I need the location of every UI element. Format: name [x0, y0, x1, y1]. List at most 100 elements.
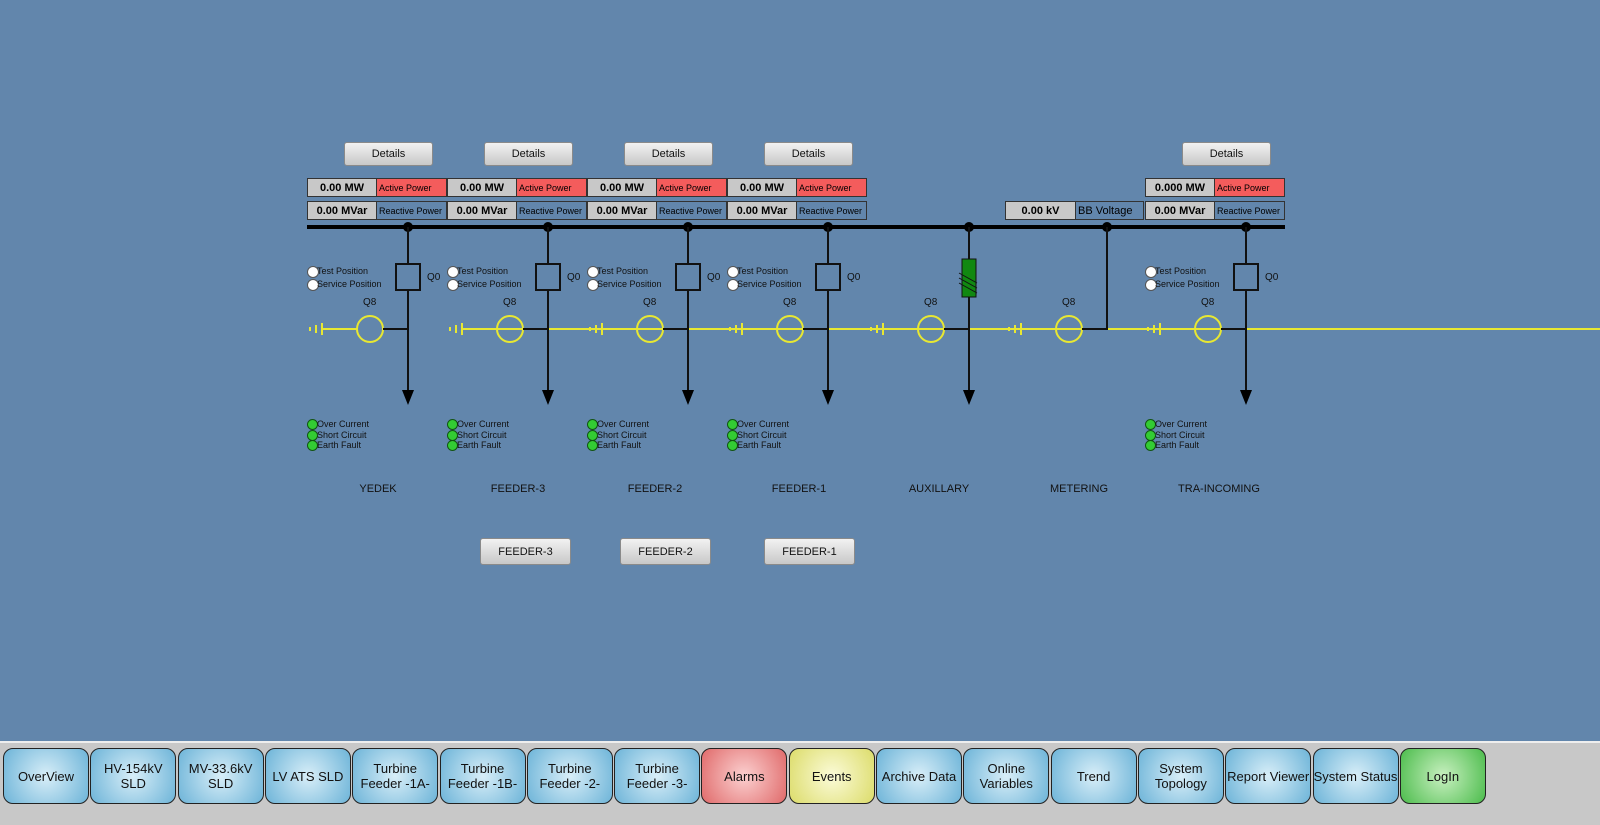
alarm-label: Earth Fault — [457, 440, 502, 450]
test-position-label: Test Position — [457, 266, 509, 276]
bb-voltage-value: 0.00 kV — [1005, 201, 1076, 220]
nav-button-overview[interactable]: OverView — [3, 748, 89, 804]
outgoing-arrow-icon — [963, 390, 975, 405]
alarm-label: Over Current — [317, 419, 370, 429]
reactive-power-value: 0.00 MVar — [587, 201, 657, 220]
nav-button-system-topology[interactable]: System Topology — [1137, 748, 1224, 804]
service-position-indicator — [727, 279, 739, 291]
active-power-label: Active Power — [656, 178, 727, 197]
active-power-label: Active Power — [796, 178, 867, 197]
test-position-indicator — [727, 266, 739, 278]
alarm-label: Over Current — [1155, 419, 1208, 429]
reactive-power-value: 0.00 MVar — [727, 201, 797, 220]
details-button[interactable]: Details — [344, 142, 433, 166]
bb-voltage-label: BB Voltage — [1075, 201, 1144, 220]
outgoing-arrow-icon — [402, 390, 414, 405]
details-button[interactable]: Details — [1182, 142, 1271, 166]
outgoing-arrow-icon — [682, 390, 694, 405]
ground-icon — [870, 323, 884, 335]
alarm-led — [727, 440, 738, 451]
bay-name: METERING — [1049, 483, 1109, 495]
test-position-label: Test Position — [597, 266, 649, 276]
nav-button-turbine-feeder-1b-[interactable]: Turbine Feeder -1B- — [439, 748, 526, 804]
reactive-power-value: 0.00 MVar — [1145, 201, 1215, 220]
nav-button-online-variables[interactable]: Online Variables — [963, 748, 1050, 804]
nav-button-trend[interactable]: Trend — [1050, 748, 1137, 804]
active-power-value: 0.00 MW — [727, 178, 797, 197]
breaker-q0-icon — [675, 263, 701, 291]
nav-button-lv-ats-sld[interactable]: LV ATS SLD — [264, 748, 351, 804]
metering-line — [1082, 227, 1108, 330]
nav-button-turbine-feeder-2-[interactable]: Turbine Feeder -2- — [526, 748, 613, 804]
details-button[interactable]: Details — [484, 142, 573, 166]
active-power-value: 0.00 MW — [447, 178, 517, 197]
active-power-value: 0.00 MW — [307, 178, 377, 197]
service-position-label: Service Position — [737, 279, 802, 289]
active-power-value: 0.000 MW — [1145, 178, 1215, 197]
nav-button-system-status[interactable]: System Status — [1312, 748, 1399, 804]
alarm-label: Short Circuit — [1155, 429, 1205, 440]
alarm-label: Earth Fault — [597, 440, 642, 450]
alarm-label: Short Circuit — [597, 429, 647, 440]
breaker-q0-icon — [395, 263, 421, 291]
earth-switch-label: Q8 — [363, 297, 377, 308]
breaker-label: Q0 — [427, 272, 441, 283]
nav-button-alarms[interactable]: Alarms — [701, 748, 788, 804]
single-line-diagram — [307, 222, 1600, 405]
service-position-indicator — [587, 279, 599, 291]
nav-button-mv-33-6kv-sld[interactable]: MV-33.6kV SLD — [177, 748, 264, 804]
alarm-led — [447, 440, 458, 451]
earth-switch-icon — [356, 315, 384, 343]
alarm-led — [1145, 440, 1156, 451]
feeder-button[interactable]: FEEDER-1 — [764, 538, 855, 565]
earth-switch-label: Q8 — [503, 297, 517, 308]
feeder-button[interactable]: FEEDER-2 — [620, 538, 711, 565]
nav-button-events[interactable]: Events — [788, 748, 875, 804]
earth-switch-label: Q8 — [643, 297, 657, 308]
reactive-power-label: Reactive Power — [516, 201, 587, 220]
bay-name: FEEDER-2 — [627, 483, 683, 495]
alarm-label: Short Circuit — [737, 429, 787, 440]
nav-button-turbine-feeder-3-[interactable]: Turbine Feeder -3- — [614, 748, 701, 804]
breaker-q0-icon — [815, 263, 841, 291]
test-position-indicator — [447, 266, 459, 278]
earth-switch-label: Q8 — [1062, 297, 1076, 308]
service-position-indicator — [447, 279, 459, 291]
nav-button-report-viewer[interactable]: Report Viewer — [1225, 748, 1312, 804]
feeder-button[interactable]: FEEDER-3 — [480, 538, 571, 565]
reactive-power-label: Reactive Power — [1214, 201, 1285, 220]
nav-button-turbine-feeder-1a-[interactable]: Turbine Feeder -1A- — [352, 748, 439, 804]
alarm-label: Earth Fault — [317, 440, 362, 450]
test-position-indicator — [1145, 266, 1157, 278]
fuse-hatch — [958, 272, 978, 294]
alarm-label: Over Current — [737, 419, 790, 429]
breaker-q0-icon — [535, 263, 561, 291]
earth-switch-label: Q8 — [1201, 297, 1215, 308]
details-button[interactable]: Details — [764, 142, 853, 166]
reactive-power-label: Reactive Power — [656, 201, 727, 220]
service-position-indicator — [307, 279, 319, 291]
alarm-led — [307, 440, 318, 451]
reactive-power-value: 0.00 MVar — [447, 201, 517, 220]
ground-icon — [1147, 323, 1161, 335]
ground-icon — [309, 323, 323, 335]
alarm-label: Short Circuit — [457, 429, 507, 440]
active-power-value: 0.00 MW — [587, 178, 657, 197]
bay-name: TRA-INCOMING — [1178, 483, 1260, 495]
alarm-label: Earth Fault — [737, 440, 782, 450]
details-button[interactable]: Details — [624, 142, 713, 166]
breaker-label: Q0 — [707, 272, 721, 283]
ground-icon — [1008, 323, 1022, 335]
outgoing-arrow-icon — [1240, 390, 1252, 405]
outgoing-arrow-icon — [542, 390, 554, 405]
test-position-label: Test Position — [317, 266, 369, 276]
nav-button-archive-data[interactable]: Archive Data — [876, 748, 962, 804]
nav-button-hv-154kv-sld[interactable]: HV-154kV SLD — [90, 748, 177, 804]
bay-name: FEEDER-1 — [771, 483, 827, 495]
alarm-led — [587, 440, 598, 451]
alarm-label: Over Current — [457, 419, 510, 429]
test-position-indicator — [587, 266, 599, 278]
test-position-label: Test Position — [1155, 266, 1207, 276]
alarm-label: Over Current — [597, 419, 650, 429]
nav-button-login[interactable]: LogIn — [1399, 748, 1486, 804]
